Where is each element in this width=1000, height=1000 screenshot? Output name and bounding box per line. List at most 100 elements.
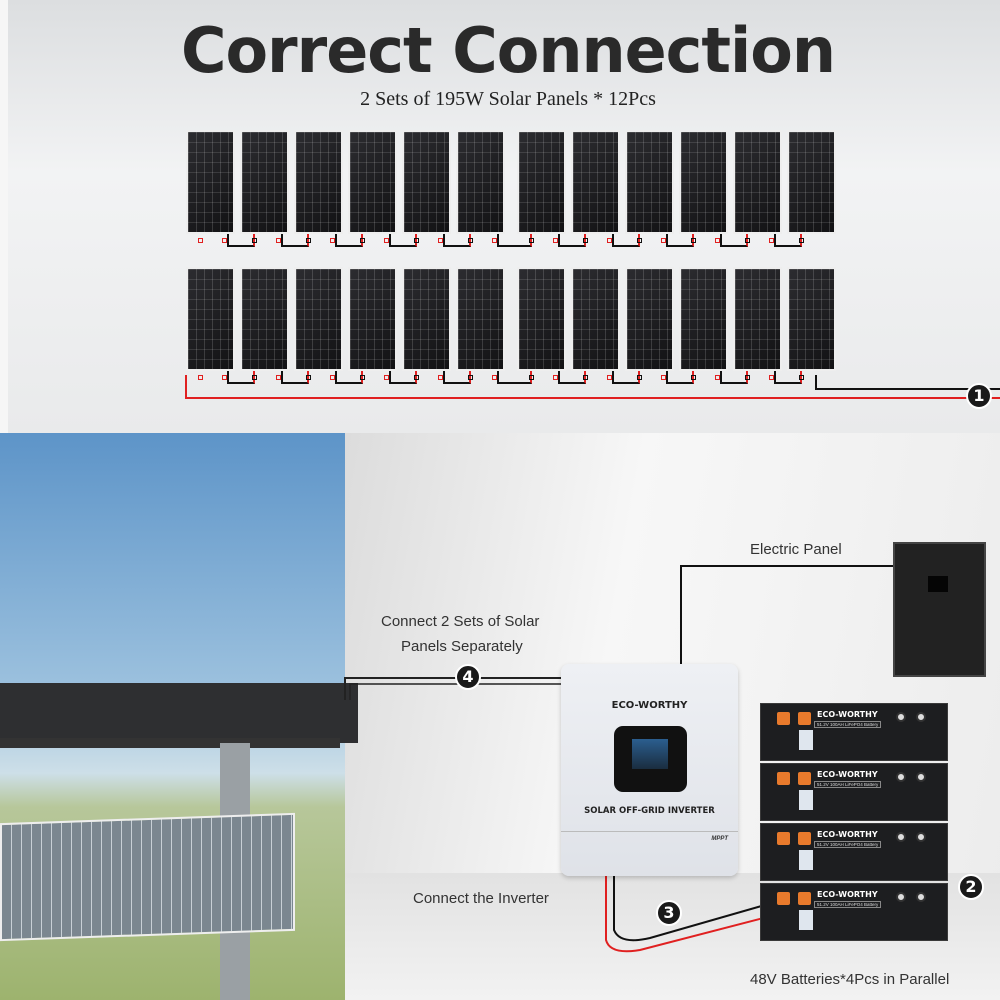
panel-terminal bbox=[360, 238, 365, 243]
panel-terminal bbox=[276, 375, 281, 380]
battery-rack: ECO-WORTHY 51.2V 100AH LiFePO4 Battery E… bbox=[760, 703, 948, 958]
panel-terminal bbox=[198, 238, 203, 243]
negative-terminal bbox=[798, 892, 811, 905]
solar-wire-2 bbox=[349, 683, 562, 700]
panel-terminal bbox=[414, 375, 419, 380]
series-jumper bbox=[281, 234, 309, 247]
series-jumper bbox=[227, 371, 255, 384]
solar-panel bbox=[402, 130, 451, 234]
knob-icon bbox=[896, 832, 906, 842]
step-1-badge: 1 bbox=[966, 383, 992, 409]
battery-module: ECO-WORTHY 51.2V 100AH LiFePO4 Battery bbox=[760, 823, 948, 881]
solar-array-diagram: Correct Connection 2 Sets of 195W Solar … bbox=[0, 0, 1000, 433]
panel-terminal bbox=[583, 375, 588, 380]
panel-terminal bbox=[769, 238, 774, 243]
panel-terminal bbox=[799, 375, 804, 380]
inverter-display bbox=[614, 726, 687, 792]
knob-icon bbox=[916, 772, 926, 782]
positive-terminal bbox=[777, 892, 790, 905]
solar-panel bbox=[456, 267, 505, 371]
connect-inverter-label: Connect the Inverter bbox=[413, 890, 549, 907]
series-jumper bbox=[666, 234, 694, 247]
solar-panel bbox=[625, 267, 674, 371]
battery-brand: ECO-WORTHY bbox=[817, 890, 878, 899]
panel-terminal bbox=[661, 238, 666, 243]
battery-brand: ECO-WORTHY bbox=[817, 770, 878, 779]
inverter-negative-wire bbox=[613, 876, 766, 942]
series-jumper bbox=[558, 234, 586, 247]
panel-terminal bbox=[360, 375, 365, 380]
solar-panel bbox=[517, 267, 566, 371]
connect-solar-label-2: Panels Separately bbox=[401, 638, 523, 655]
panel-terminal bbox=[637, 238, 642, 243]
battery-spec: 51.2V 100AH LiFePO4 Battery bbox=[814, 901, 882, 908]
battery-spec: 51.2V 100AH LiFePO4 Battery bbox=[814, 841, 882, 848]
solar-panel bbox=[240, 267, 289, 371]
top-wiring bbox=[185, 375, 1000, 399]
series-jumper bbox=[612, 234, 640, 247]
solar-panel bbox=[733, 267, 782, 371]
panel-terminal bbox=[715, 238, 720, 243]
series-jumper bbox=[558, 371, 586, 384]
series-jumper bbox=[497, 371, 532, 384]
panel-terminal bbox=[637, 375, 642, 380]
solar-panel bbox=[402, 267, 451, 371]
negative-terminal bbox=[798, 712, 811, 725]
panel-terminal bbox=[553, 238, 558, 243]
panel-terminal bbox=[384, 375, 389, 380]
series-jumper bbox=[389, 234, 417, 247]
series-jumper bbox=[281, 371, 309, 384]
solar-panel bbox=[787, 130, 836, 234]
panel-terminal bbox=[745, 238, 750, 243]
mppt-badge: MPPT bbox=[711, 836, 728, 842]
battery-brand: ECO-WORTHY bbox=[817, 710, 878, 719]
breaker-switch bbox=[799, 730, 813, 750]
inverter-name: SOLAR OFF-GRID INVERTER bbox=[584, 806, 715, 816]
series-jumper bbox=[774, 234, 802, 247]
panel-terminal bbox=[438, 238, 443, 243]
electric-panel bbox=[893, 542, 986, 677]
panel-terminal bbox=[492, 375, 497, 380]
series-jumper bbox=[443, 371, 471, 384]
ac-wire bbox=[680, 565, 893, 664]
page-subtitle: 2 Sets of 195W Solar Panels * 12Pcs bbox=[360, 88, 656, 110]
solar-panel bbox=[517, 130, 566, 234]
solar-panel bbox=[571, 267, 620, 371]
panel-terminal bbox=[583, 238, 588, 243]
panel-terminal bbox=[198, 375, 203, 380]
positive-terminal bbox=[777, 772, 790, 785]
panel-terminal bbox=[529, 238, 534, 243]
panel-terminal bbox=[715, 375, 720, 380]
negative-terminal bbox=[798, 772, 811, 785]
solar-panel bbox=[456, 130, 505, 234]
solar-panel bbox=[240, 130, 289, 234]
negative-terminal bbox=[798, 832, 811, 845]
panel-terminal bbox=[468, 238, 473, 243]
panel-terminal bbox=[414, 238, 419, 243]
series-jumper bbox=[720, 371, 748, 384]
connect-solar-label-1: Connect 2 Sets of Solar bbox=[381, 613, 540, 630]
series-jumper bbox=[612, 371, 640, 384]
solar-panel bbox=[625, 130, 674, 234]
electric-panel-label: Electric Panel bbox=[750, 541, 842, 558]
panel-terminal bbox=[691, 238, 696, 243]
balcony-rail bbox=[0, 738, 340, 748]
panel-terminal bbox=[306, 238, 311, 243]
knob-icon bbox=[916, 892, 926, 902]
solar-panel bbox=[186, 267, 235, 371]
breaker-switch bbox=[799, 850, 813, 870]
step-4-badge: 4 bbox=[455, 664, 481, 690]
series-jumper bbox=[335, 371, 363, 384]
knob-icon bbox=[916, 832, 926, 842]
batteries-label: 48V Batteries*4Pcs in Parallel bbox=[750, 971, 950, 988]
panel-terminal bbox=[745, 375, 750, 380]
battery-module: ECO-WORTHY 51.2V 100AH LiFePO4 Battery bbox=[760, 763, 948, 821]
balcony-roof bbox=[0, 683, 358, 743]
solar-panel bbox=[679, 130, 728, 234]
panel-terminal bbox=[330, 375, 335, 380]
series-jumper bbox=[443, 234, 471, 247]
panel-terminal bbox=[607, 238, 612, 243]
panel-terminal bbox=[799, 238, 804, 243]
knob-icon bbox=[916, 712, 926, 722]
